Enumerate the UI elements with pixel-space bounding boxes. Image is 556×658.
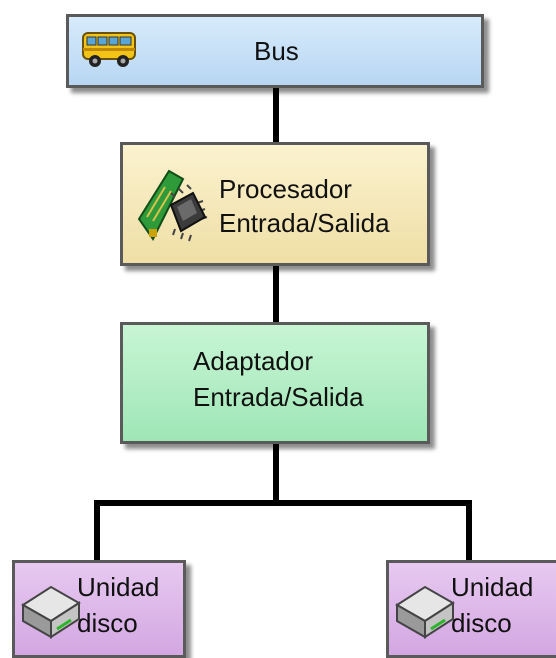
io-adapter-node: Adaptador Entrada/Salida [120, 322, 430, 444]
bus-node: Bus [66, 14, 484, 88]
connector-iop-ioa [273, 266, 279, 324]
io-adapter-label-line2: Entrada/Salida [193, 382, 364, 412]
connector-to-disk-right [466, 500, 472, 562]
disk-drive-icon [395, 585, 455, 639]
connector-bus-iop [273, 88, 279, 144]
disk-unit-node-right: Unidad disco [386, 560, 556, 658]
bus-icon [82, 32, 136, 67]
io-processor-node: Procesador Entrada/Salida [120, 142, 430, 266]
disk-drive-icon [21, 585, 81, 639]
connector-to-disk-left [94, 500, 100, 562]
io-processor-label-line2: Entrada/Salida [219, 208, 390, 238]
disk-unit-label-line1: Unidad [451, 572, 534, 602]
disk-unit-label-line2: disco [451, 608, 512, 638]
io-adapter-label-line1: Adaptador [193, 346, 313, 376]
disk-unit-node-left: Unidad disco [12, 560, 186, 658]
io-processor-label-line1: Procesador [219, 174, 352, 204]
connector-ioa-split [273, 444, 279, 506]
circuit-board-chip-icon [137, 169, 208, 242]
bus-label: Bus [254, 36, 299, 66]
disk-unit-label-line2: disco [77, 608, 138, 638]
disk-unit-label-line1: Unidad [77, 572, 160, 602]
connector-horizontal-split [94, 500, 472, 506]
